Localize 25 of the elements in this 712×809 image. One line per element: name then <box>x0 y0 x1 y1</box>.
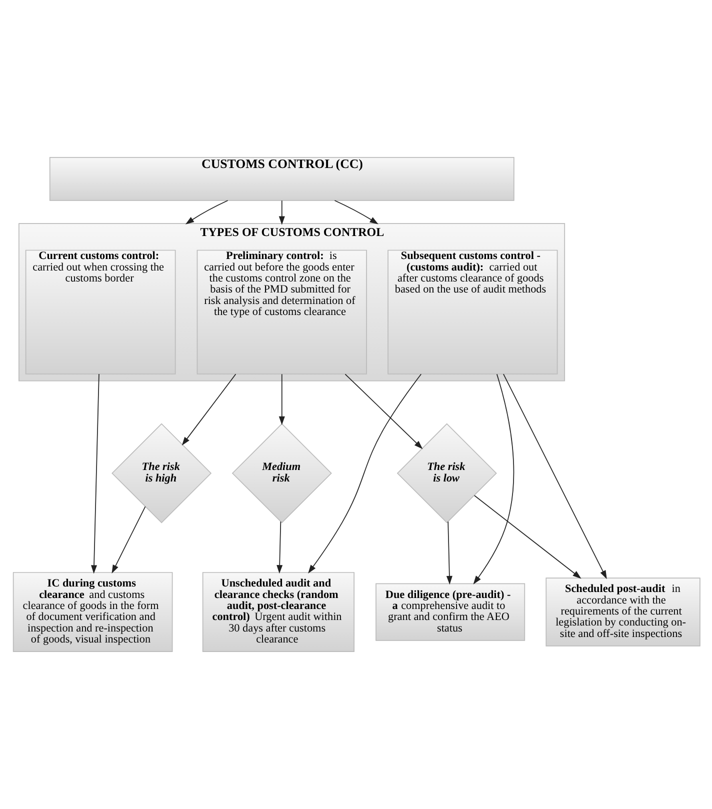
node-box: Subsequent customs control - (customs audit): carried out after customs clearance of goods based on the use of audit methods <box>388 250 558 374</box>
arrow <box>344 374 423 450</box>
node-diamond: The risk is high <box>112 423 212 524</box>
arrow <box>91 374 100 574</box>
node-box: Due diligence (pre-audit) - a comprehensive audit to grant and confirm the AEO status <box>376 583 526 641</box>
arrow <box>503 374 607 580</box>
arrow <box>474 495 582 579</box>
node-box: Preliminary control: is carried out before the goods enter the customs control zone on the basis of the PMD submitted for risk analysis and determination of the type of customs clearance <box>196 250 367 374</box>
node-diamond: The risk is low <box>396 423 497 524</box>
node-box: Unscheduled audit and clearance checks (random audit, post-clearance control) Urgent audit within 30 days after customs clearance <box>202 572 354 652</box>
arrow <box>446 521 452 585</box>
arrow <box>112 506 146 574</box>
arrow <box>334 200 378 224</box>
arrow <box>185 200 228 224</box>
arrow <box>278 200 285 225</box>
node-box: IC during customs clearance and customs clearance of goods in the form of document verification and inspection and re-inspection of goods, visual inspection <box>12 572 173 652</box>
arrow <box>308 374 422 574</box>
node-box: Scheduled post-audit in accordance with the requirements of the current legislation by conducting on-site and off-site inspections <box>546 578 700 646</box>
arrow <box>182 374 236 446</box>
node-box: Current customs control: carried out when crossing the customs border <box>25 250 176 374</box>
node-box: CUSTOMS CONTROL (CC) <box>49 157 514 201</box>
arrow <box>278 374 285 426</box>
arrow <box>473 374 514 584</box>
arrow <box>276 521 283 574</box>
node-diamond: Medium risk <box>232 423 332 524</box>
